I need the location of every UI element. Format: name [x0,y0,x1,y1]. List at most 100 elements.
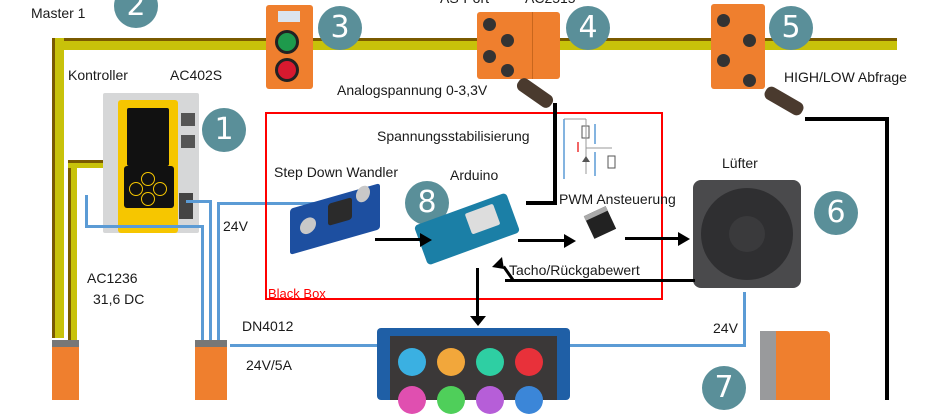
red-button-icon [275,58,299,82]
sensor-lens [760,331,776,400]
badge-1: 1 [202,108,246,152]
pwm-label: PWM Ansteuerung [559,191,676,207]
badge-2: 2 [114,0,158,28]
power-line [85,195,88,228]
analog-label: Analogspannung 0-3,3V [337,82,488,98]
m12-port-icon [483,50,496,63]
signal-line-highlow [805,117,889,121]
camera-app-icon[interactable] [515,348,543,376]
luefter-label: Lüfter [722,155,758,171]
power-supply-dn4012 [195,340,227,400]
arrow-to-display [470,316,486,326]
m12-port-icon [717,54,730,67]
controller-terminal [179,193,193,219]
power-supply-ac1236 [52,340,79,400]
badge-8: 8 [405,181,449,225]
asi-cable-to-controller [68,160,77,340]
tacho-label: Tacho/Rückgabewert [509,262,640,278]
green-button-icon [275,30,299,54]
dn4012-voltage-label: 24V/5A [246,357,292,373]
signal-line-analog [526,201,557,205]
power-line [568,344,746,347]
ethernet-port-icon [181,135,195,148]
power-line [201,225,204,340]
dn4012-label: DN4012 [242,318,294,334]
music-app-icon[interactable] [476,386,504,414]
clock-app-icon[interactable] [437,348,465,376]
arrow-down-icon[interactable] [141,192,155,206]
fan-hub-icon [729,216,765,252]
m12-port-icon [743,74,756,87]
module-divider [532,12,533,79]
power-line [743,292,746,347]
signal-line-stepdown [375,238,423,241]
m12-port-icon [743,34,756,47]
sensor-housing [776,331,830,400]
phone-app-icon[interactable] [398,348,426,376]
black-box-label: Black Box [268,286,326,301]
arrow-to-fan [678,232,690,246]
arrow-to-arduino [420,233,432,247]
inductor-icon [328,197,352,227]
ac1236-voltage-label: 31,6 DC [93,291,145,307]
pushbutton-box [266,5,313,89]
power-line [85,225,203,228]
terminal-block [195,340,227,347]
m12-connector-analog [514,75,556,111]
terminal-block [52,340,79,347]
chat-app-icon[interactable] [437,386,465,414]
arrow-left-icon[interactable] [129,182,143,196]
controller-keypad [124,166,174,208]
signal-line-fan [625,237,680,240]
controller-display [127,108,169,166]
badge-4: 4 [566,6,610,50]
kontroller-model-label: AC402S [170,67,223,83]
settings-app-icon[interactable] [515,386,543,414]
arrow-up-icon[interactable] [141,172,155,186]
capacitor-icon [300,215,316,237]
m12-port-icon [717,14,730,27]
stepdown-label: Step Down Wandler [274,164,398,180]
ac1236-label: AC1236 [87,270,138,286]
asi-bus-cable [52,38,897,50]
arrow-to-arduino-tacho [492,257,504,269]
m12-port-icon [501,64,514,77]
arrow-to-transistor [564,234,576,248]
touch-display-screen [390,336,557,414]
power-line [209,200,212,340]
badge-6: 6 [814,191,858,235]
as-port-model-label: AC2515 [525,0,576,6]
asi-module-ac2515 [477,12,560,79]
v24-right-label: 24V [713,320,738,336]
arrow-right-icon[interactable] [153,182,167,196]
v24-left-label: 24V [223,218,248,234]
signal-line-pwm [518,239,566,242]
badge-7: 7 [702,366,746,410]
signal-line-tacho [505,279,695,282]
power-line [186,200,212,203]
kontroller-label: Kontroller [68,67,128,83]
master-label: Master 1 [31,5,86,21]
asi-cable-controller-stub [68,160,103,168]
black-box-frame [265,112,663,300]
power-line [217,202,220,340]
touch-display [377,328,570,414]
highlow-label: HIGH/LOW Abfrage [784,69,907,85]
fan-luefter [693,180,801,288]
arduino-label: Arduino [450,167,499,183]
pushbutton-label-plate [278,11,300,22]
badge-3: 3 [318,6,362,50]
controller-front-panel [118,100,178,233]
badge-5: 5 [769,6,813,50]
power-line [217,202,325,205]
signal-line-highlow [885,117,889,400]
m12-connector-highlow [762,84,806,118]
asi-module-highlow [711,4,765,89]
ethernet-port-icon [181,113,195,126]
regulator-schematic [563,118,616,179]
flower-app-icon[interactable] [398,386,426,414]
card-app-icon[interactable] [476,348,504,376]
wifi-module-icon [464,203,501,235]
as-port-label: AS-Port [440,0,489,6]
m12-port-icon [501,34,514,47]
